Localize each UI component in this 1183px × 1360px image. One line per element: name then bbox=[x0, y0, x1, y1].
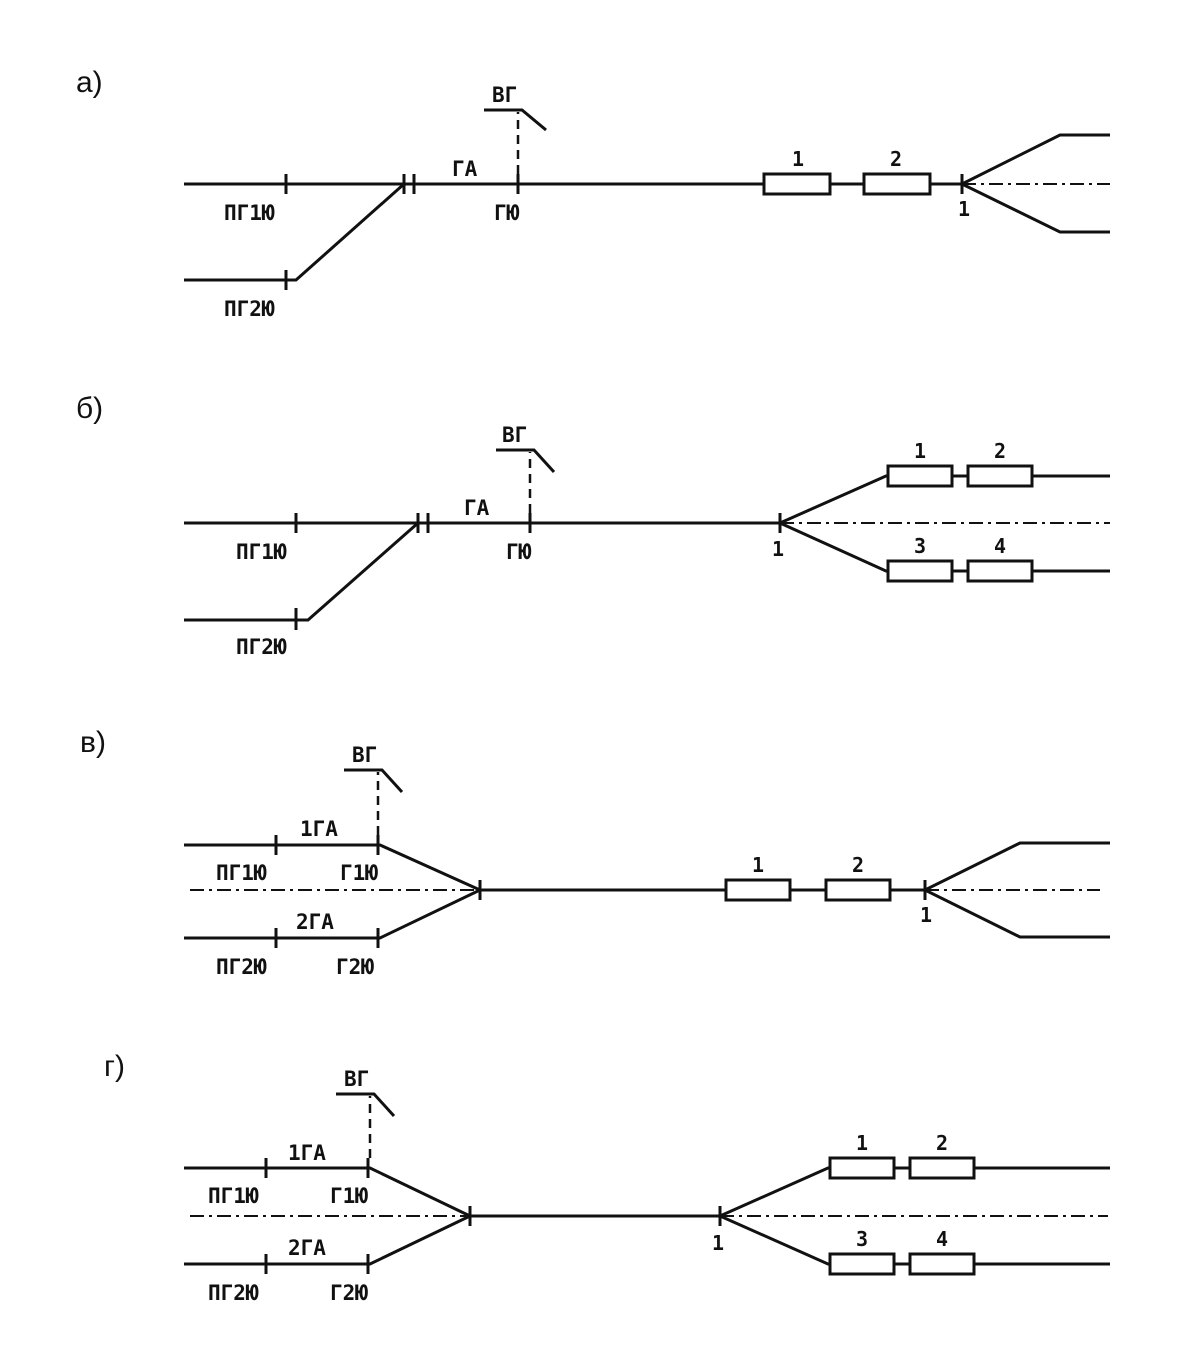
hump-symbol bbox=[344, 768, 404, 794]
hump-symbol bbox=[336, 1092, 396, 1118]
label-g1yu: Г1Ю bbox=[340, 861, 378, 885]
panel-b: б) ВГ ГА ГЮ ПГ1Ю ПГ2Ю 1 1 2 3 4 bbox=[76, 392, 1110, 659]
retarder-box-2 bbox=[824, 878, 892, 902]
retarder-box-1 bbox=[828, 1156, 896, 1180]
label-vg: ВГ bbox=[492, 83, 517, 107]
retarder-box-4 bbox=[966, 559, 1034, 583]
label-g1yu: Г1Ю bbox=[330, 1184, 368, 1208]
box-label: 1 bbox=[792, 147, 804, 171]
label-ga: ГА bbox=[464, 496, 490, 520]
panel-d-letter: г) bbox=[104, 1050, 125, 1083]
label-g2yu: Г2Ю bbox=[330, 1281, 368, 1305]
label-pg1yu: ПГ1Ю bbox=[208, 1184, 259, 1208]
label-gyu: ГЮ bbox=[506, 540, 532, 564]
upper-branch-track bbox=[779, 474, 1110, 525]
label-1ga: 1ГА bbox=[288, 1141, 326, 1165]
box-label: 1 bbox=[856, 1131, 868, 1155]
lower-approach-track bbox=[184, 182, 405, 282]
label-pg1yu: ПГ1Ю bbox=[236, 540, 287, 564]
lower-approach-track bbox=[184, 521, 419, 622]
switch-label: 1 bbox=[772, 537, 784, 561]
retarder-box-3 bbox=[886, 559, 954, 583]
upper-approach-track bbox=[184, 843, 481, 892]
upper-branch-track bbox=[924, 841, 1110, 892]
retarder-box-2 bbox=[862, 172, 932, 196]
hump-symbol bbox=[484, 108, 547, 132]
panel-c: в) ВГ 1ГА 2ГА ПГ1Ю Г1Ю ПГ2Ю Г2Ю 1 2 1 bbox=[80, 726, 1110, 979]
box-label: 2 bbox=[852, 853, 864, 877]
panel-a: а) ВГ ГА ГЮ ПГ1Ю ПГ2Ю 1 2 1 bbox=[76, 66, 1110, 321]
box-label: 4 bbox=[936, 1227, 948, 1251]
box-label: 3 bbox=[914, 534, 926, 558]
box-label: 1 bbox=[752, 853, 764, 877]
label-ga: ГА bbox=[452, 157, 478, 181]
panel-d: г) ВГ 1ГА 2ГА ПГ1Ю Г1Ю ПГ2Ю Г2Ю 1 1 2 3 … bbox=[104, 1050, 1110, 1305]
upper-branch-track bbox=[719, 1166, 1110, 1218]
retarder-box-1 bbox=[762, 172, 832, 196]
label-2ga: 2ГА bbox=[288, 1236, 326, 1260]
retarder-box-1 bbox=[724, 878, 792, 902]
lower-branch-track bbox=[924, 888, 1110, 939]
box-label: 2 bbox=[994, 439, 1006, 463]
box-label: 1 bbox=[914, 439, 926, 463]
switch-label: 1 bbox=[958, 197, 970, 221]
switch-label: 1 bbox=[712, 1231, 724, 1255]
switch-label: 1 bbox=[920, 903, 932, 927]
label-vg: ВГ bbox=[352, 743, 377, 767]
label-pg2yu: ПГ2Ю bbox=[208, 1281, 259, 1305]
box-label: 4 bbox=[994, 534, 1006, 558]
label-pg2yu: ПГ2Ю bbox=[224, 297, 275, 321]
label-gyu: ГЮ bbox=[494, 201, 520, 225]
lower-approach-track bbox=[184, 888, 481, 940]
box-label: 3 bbox=[856, 1227, 868, 1251]
lower-approach-track bbox=[184, 1214, 471, 1266]
label-pg2yu: ПГ2Ю bbox=[216, 955, 267, 979]
box-label: 2 bbox=[890, 147, 902, 171]
panel-c-letter: в) bbox=[80, 726, 106, 759]
label-pg2yu: ПГ2Ю bbox=[236, 635, 287, 659]
label-vg: ВГ bbox=[502, 423, 527, 447]
upper-approach-track bbox=[184, 1166, 471, 1218]
retarder-box-3 bbox=[828, 1252, 896, 1276]
retarder-box-2 bbox=[908, 1156, 976, 1180]
lower-branch-track bbox=[719, 1214, 1110, 1266]
label-1ga: 1ГА bbox=[300, 817, 338, 841]
panel-b-letter: б) bbox=[76, 392, 103, 425]
panel-a-letter: а) bbox=[76, 66, 103, 99]
upper-branch-track bbox=[961, 133, 1110, 186]
hump-symbol bbox=[496, 448, 556, 474]
lower-branch-track bbox=[961, 182, 1110, 234]
label-g2yu: Г2Ю bbox=[336, 955, 374, 979]
label-pg1yu: ПГ1Ю bbox=[216, 861, 267, 885]
retarder-box-1 bbox=[886, 464, 954, 488]
label-pg1yu: ПГ1Ю bbox=[224, 201, 275, 225]
box-label: 2 bbox=[936, 1131, 948, 1155]
lower-branch-track bbox=[779, 521, 1110, 573]
retarder-box-2 bbox=[966, 464, 1034, 488]
label-vg: ВГ bbox=[344, 1067, 369, 1091]
label-2ga: 2ГА bbox=[296, 910, 334, 934]
retarder-box-4 bbox=[908, 1252, 976, 1276]
